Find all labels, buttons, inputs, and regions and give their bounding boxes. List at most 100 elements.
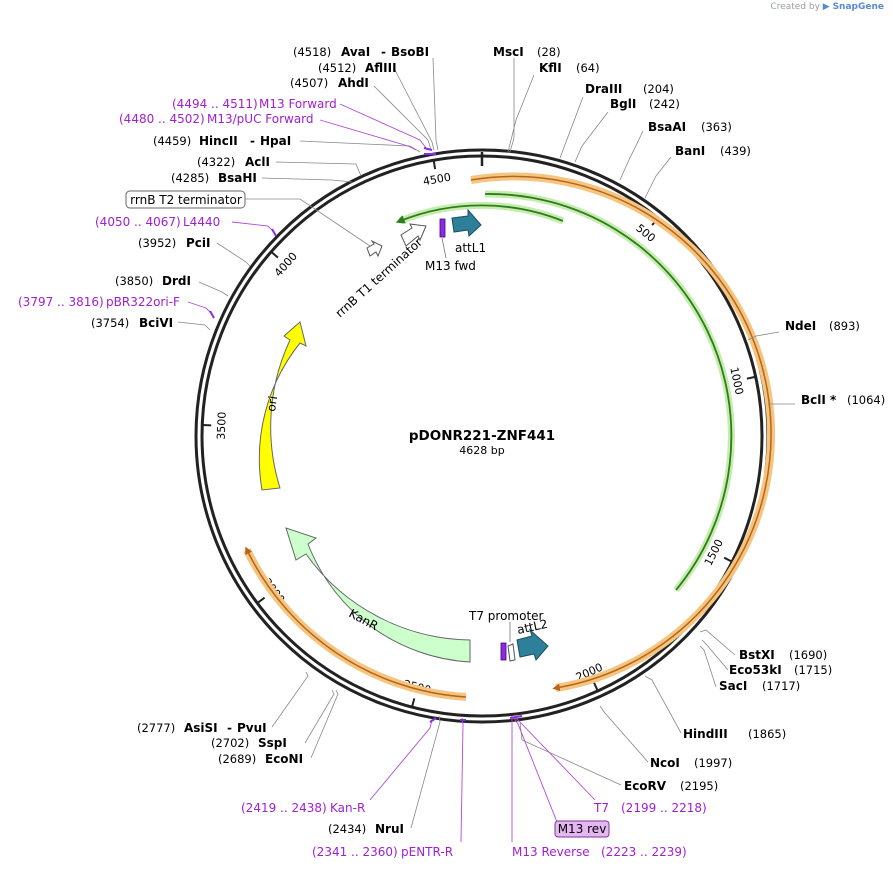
site-hincII-name: HincII <box>199 134 238 148</box>
site-ndeI-name: NdeI <box>785 319 816 333</box>
site-drdI-name: DrdI <box>162 274 191 288</box>
tick-mark-1000 <box>746 375 756 380</box>
site-bsaHI-name: BsaHI <box>218 171 257 185</box>
primer-l4440-name: L4440 <box>183 215 220 229</box>
green-feature-left-line <box>395 204 564 224</box>
tick-mark-4000 <box>270 250 279 259</box>
leader-lines <box>177 57 795 829</box>
rrnB-T2-label: rrnB T2 terminator <box>130 193 242 207</box>
site-mscI-pos: (28) <box>537 45 561 59</box>
site-asiSI-pos: (2777) <box>137 721 175 735</box>
site-ahdI-name: AhdI <box>338 76 369 90</box>
tick-mark-1500 <box>723 556 733 563</box>
site-pciI-name: PciI <box>186 236 211 250</box>
site-bclI-name: BclI * <box>801 393 837 407</box>
site-ndeI-pos: (893) <box>829 319 860 333</box>
m13fwd-label: M13 fwd <box>425 259 476 273</box>
site-sacI-name: SacI <box>719 679 747 693</box>
snapgene-branding: Created by ▶ SnapGene <box>770 2 884 12</box>
orange-feature-lower-line <box>245 546 467 698</box>
attL1-label: attL1 <box>455 241 486 255</box>
site-ncoI-pos: (1997) <box>694 756 732 770</box>
tick-mark-2000 <box>593 682 599 692</box>
site-nruI-name: NruI <box>375 822 404 836</box>
t7-promoter-label: T7 promoter <box>468 609 544 623</box>
site-bsaAI-pos: (363) <box>701 120 732 134</box>
primer-t7-range: (2199 .. 2218) <box>621 801 707 815</box>
primer-labels: (4494 .. 4511) M13 Forward (4480 .. 4502… <box>18 97 707 859</box>
site-asiSI-sep: - <box>227 721 232 735</box>
site-draIII-pos: (204) <box>643 82 674 96</box>
site-hincII-pos: (4459) <box>153 134 191 148</box>
primer-m13rev-name: M13 Reverse <box>512 845 590 859</box>
orange-feature-outer-line <box>470 175 772 692</box>
created-by-text: Created by <box>770 2 820 12</box>
site-ecoNI-name: EcoNI <box>265 752 303 766</box>
rrnB-T1-feature <box>400 223 427 247</box>
site-pvuI-name: PvuI <box>237 721 267 735</box>
site-avai-sep: - <box>381 45 386 59</box>
site-ncoI-name: NcoI <box>650 756 680 770</box>
ori-feature <box>258 321 307 491</box>
primer-pbr-range: (3797 .. 3816) <box>18 295 104 309</box>
primer-pentr-name: pENTR-R <box>401 845 453 859</box>
site-bstXI-name: BstXI <box>739 648 775 662</box>
site-sspI-pos: (2702) <box>211 736 249 750</box>
site-draIII-name: DraIII <box>585 82 622 96</box>
site-drdI-pos: (3850) <box>115 274 153 288</box>
site-bsaAI-name: BsaAI <box>648 120 686 134</box>
snapgene-logo-icon: ▶ <box>822 2 830 12</box>
primer-m13puc-name: M13/pUC Forward <box>207 112 314 126</box>
site-bglI-pos: (242) <box>649 97 680 111</box>
primer-pbr-name: pBR322ori-F <box>106 295 180 309</box>
site-aflIII-name: AflIII <box>365 61 397 75</box>
site-eco53kI-name: Eco53kI <box>729 663 782 677</box>
site-aclI-pos: (4322) <box>197 155 235 169</box>
site-ecoRV-name: EcoRV <box>624 779 667 793</box>
m13fwd-leader <box>441 237 447 259</box>
site-hpaI-name: HpaI <box>260 134 291 148</box>
plasmid-length: 4628 bp <box>459 444 504 457</box>
site-kflI-name: KflI <box>539 61 562 75</box>
site-bglI-name: BglI <box>610 97 636 111</box>
rrnB-T2-marker <box>366 239 383 258</box>
green-feature-arrow <box>484 193 733 591</box>
site-bclI-pos: (1064) <box>847 393 885 407</box>
site-avai-pos: (4518) <box>293 45 331 59</box>
site-hincII-sep: - <box>250 134 255 148</box>
site-labels: (4518) AvaI - BsoBI (4512) AflIII (4507)… <box>91 45 885 836</box>
primer-kanr-range: (2419 .. 2438) <box>241 801 327 815</box>
tick-label-1000: 1000 <box>727 366 746 396</box>
tick-mark-2500 <box>411 698 416 708</box>
site-avai-name: AvaI <box>341 45 370 59</box>
site-nruI-pos: (2434) <box>328 822 366 836</box>
site-bciVI-pos: (3754) <box>91 316 129 330</box>
site-asiSI-name: AsiSI <box>184 721 218 735</box>
primer-pentr-range: (2341 .. 2360) <box>312 845 398 859</box>
site-mscI-name: MscI <box>493 45 524 59</box>
site-bsaHI-pos: (4285) <box>171 171 209 185</box>
site-aclI-name: AclI <box>245 155 270 169</box>
primer-m13puc-range: (4480 .. 4502) <box>119 112 205 126</box>
kanr-feature <box>285 527 471 663</box>
attL2-feature <box>516 628 549 661</box>
primer-marks <box>209 147 523 723</box>
site-ecoNI-pos: (2689) <box>218 752 256 766</box>
snapgene-name: SnapGene <box>832 2 884 12</box>
m13fwd-marker <box>439 218 446 238</box>
m13rev-box-label: M13 rev <box>558 822 607 836</box>
site-hindIII-pos: (1865) <box>748 727 786 741</box>
ori-label: ori <box>264 395 280 412</box>
site-pciI-pos: (3952) <box>138 236 176 250</box>
site-ecoRV-pos: (2195) <box>680 779 718 793</box>
tick-mark-4500 <box>432 160 437 170</box>
tick-label-4000: 4000 <box>272 250 300 280</box>
rrnB-T2-box <box>125 190 246 209</box>
primer-kanr-name: Kan-R <box>330 801 365 815</box>
primer-m13fwd-range: (4494 .. 4511) <box>172 97 258 111</box>
site-banI-pos: (439) <box>720 144 751 158</box>
tick-mark-3000 <box>256 596 266 604</box>
site-eco53kI-pos: (1715) <box>794 663 832 677</box>
t7-promoter-marker <box>507 643 516 662</box>
